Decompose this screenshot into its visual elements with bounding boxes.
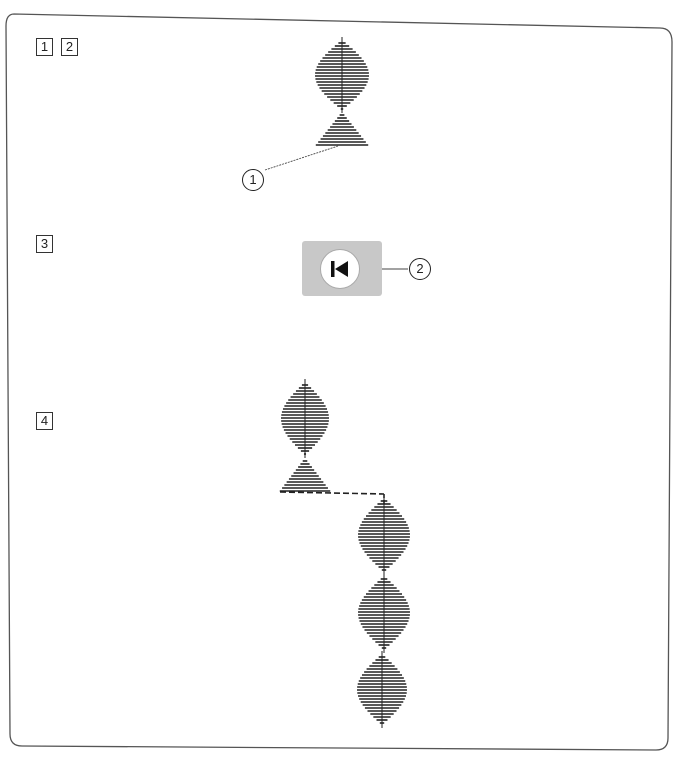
stitch-pattern-top	[315, 37, 369, 146]
callout-1-leader	[264, 145, 339, 171]
button-circle	[320, 249, 360, 289]
step-label-1: 1	[36, 38, 53, 56]
stitch-pattern-bottom	[279, 379, 410, 728]
step-label-3: 3	[36, 235, 53, 253]
step-label-4: 4	[36, 412, 53, 430]
callout-1: 1	[242, 169, 264, 191]
jump-stitch-line	[279, 491, 385, 495]
callout-2: 2	[409, 258, 431, 280]
skip-to-start-icon	[331, 261, 348, 277]
step-label-2: 2	[61, 38, 78, 56]
restart-pattern-button[interactable]	[302, 241, 382, 296]
